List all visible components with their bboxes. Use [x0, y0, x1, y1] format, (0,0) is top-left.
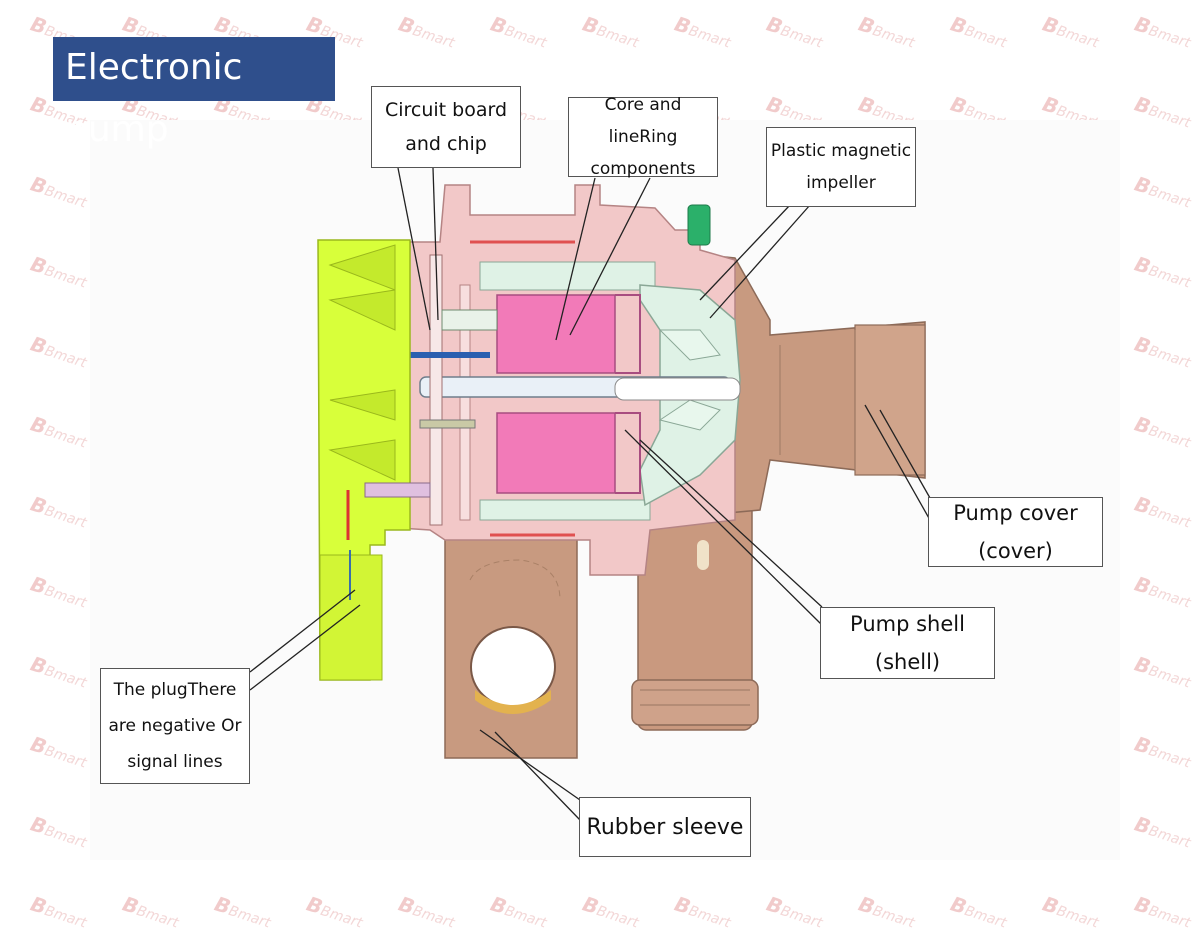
label-rubber-sleeve-text: Rubber sleeve	[586, 814, 744, 840]
core-coil-part	[496, 294, 641, 494]
label-pump-cover-text: Pump cover (cover)	[953, 501, 1078, 563]
leader-pump-cover-b	[864, 404, 931, 521]
label-impeller: Plastic magnetic impeller	[766, 127, 916, 207]
leader-rubber-b	[494, 731, 581, 821]
inner-chambers	[459, 261, 656, 521]
leader-plug-b	[249, 604, 361, 691]
leader-rubber-a	[479, 729, 581, 801]
leader-pump-shell-b	[624, 429, 823, 626]
label-circuit-board: Circuit board and chip	[371, 86, 521, 168]
circuit-board-part	[410, 254, 498, 526]
label-pump-shell: Pump shell (shell)	[820, 607, 995, 679]
plug-part	[317, 239, 431, 681]
leader-circuit-board	[397, 167, 431, 331]
leader-core-a	[555, 177, 596, 341]
label-rubber-sleeve: Rubber sleeve	[579, 797, 751, 857]
rubber-sleeve-part	[444, 534, 578, 759]
label-core-components: Core and lineRing components	[568, 95, 718, 179]
leader-pump-shell-a	[639, 439, 823, 608]
leader-plug-a	[249, 589, 356, 673]
outlet-pipe-part	[631, 489, 759, 731]
leader-circuit-board-b	[432, 167, 439, 321]
leader-pump-cover-a	[879, 409, 931, 499]
label-impeller-text: Plastic magnetic impeller	[770, 141, 912, 193]
leader-lines	[249, 167, 931, 821]
label-plug: The plugThere are negative Or signal lin…	[100, 668, 250, 784]
leader-impeller-a	[699, 204, 791, 301]
leader-impeller-b	[709, 204, 811, 319]
label-circuit-board-text: Circuit board and chip	[384, 99, 508, 155]
page-title: Electronic pump	[53, 37, 335, 150]
leader-core-b	[569, 177, 651, 336]
shaft-part	[419, 376, 741, 401]
label-pump-shell-text: Pump shell (shell)	[850, 612, 965, 674]
label-plug-text: The plugThere are negative Or signal lin…	[108, 680, 242, 772]
label-core-components-text: Core and lineRing components	[590, 95, 696, 179]
label-pump-cover: Pump cover (cover)	[928, 497, 1103, 567]
